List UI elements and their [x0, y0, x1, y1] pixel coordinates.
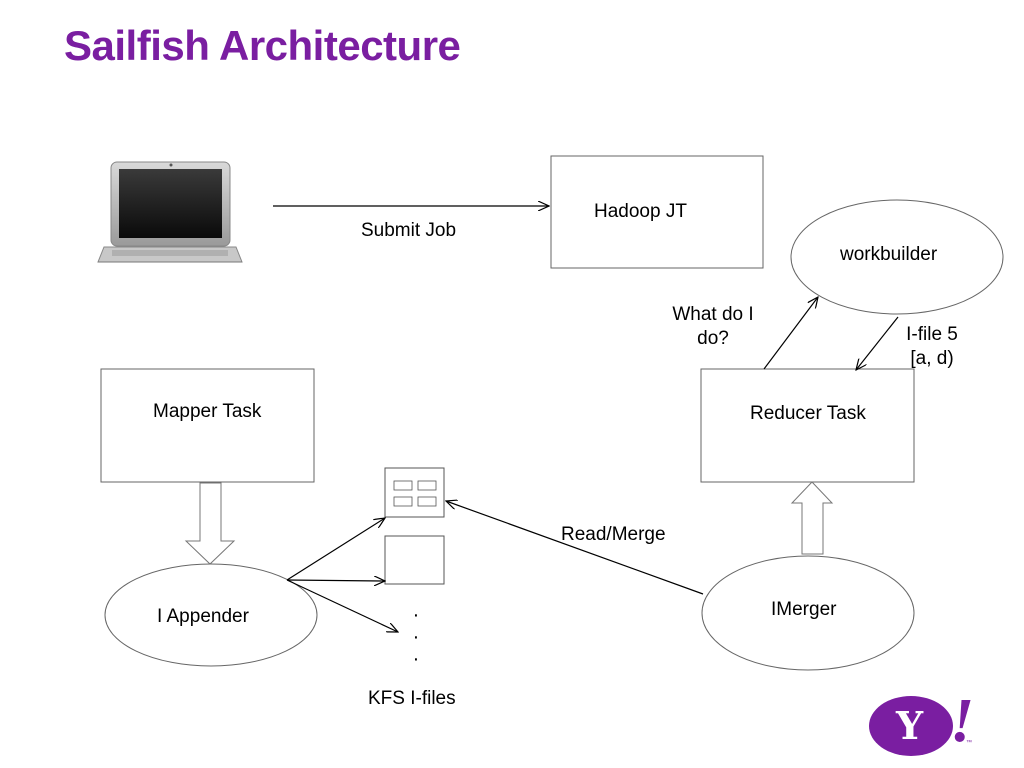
- mapper-task-label: Mapper Task: [153, 401, 262, 422]
- appender-to-ifile-arrow-2: [286, 580, 385, 581]
- yahoo-logo-bang: !: [950, 687, 975, 755]
- ifile-grid-icon: [384, 467, 445, 518]
- ifile-ellipsis: · · ·: [410, 604, 422, 670]
- ifile-label-line2: [a, d): [910, 348, 954, 369]
- reducer-task-label: Reducer Task: [750, 403, 866, 424]
- imerger-label: IMerger: [771, 599, 837, 620]
- mapper-to-appender-arrow: [184, 482, 236, 565]
- kfs-ifiles-label: KFS I-files: [368, 688, 456, 709]
- what-do-i-do-label-line2: do?: [697, 328, 729, 349]
- what-do-i-do-arrow: [763, 297, 818, 370]
- reducer-task-box: [700, 368, 915, 483]
- mapper-task-box: [100, 368, 315, 483]
- appender-to-ifile-arrow-3: [286, 579, 398, 632]
- yahoo-logo-tm: ™: [966, 740, 972, 746]
- ifile-box: [384, 535, 445, 585]
- appender-to-ifile-arrow-1: [286, 518, 385, 581]
- laptop-icon: [97, 161, 243, 263]
- i-appender-ellipse: [104, 563, 318, 667]
- what-do-i-do-label-line1: What do I: [672, 304, 754, 325]
- yahoo-logo-icon: [869, 696, 953, 756]
- ellipsis-dot: ·: [412, 626, 420, 648]
- hadoop-jt-label: Hadoop JT: [594, 201, 687, 222]
- ellipsis-dot: ·: [412, 604, 420, 626]
- imerger-ellipse: [701, 555, 915, 671]
- hadoop-jt-box: [550, 155, 764, 269]
- ifile-label-line1: I-file 5: [906, 324, 958, 345]
- submit-job-label: Submit Job: [361, 220, 457, 241]
- ifile-arrow: [856, 316, 899, 370]
- i-appender-label: I Appender: [157, 606, 249, 627]
- slide-title: Sailfish Architecture: [64, 22, 461, 69]
- yahoo-logo-letter: Y: [896, 703, 924, 748]
- imerger-to-reducer-arrow: [790, 481, 834, 555]
- read-merge-label: Read/Merge: [561, 524, 666, 545]
- read-merge-arrow: [446, 501, 704, 595]
- workbuilder-label: workbuilder: [840, 244, 938, 265]
- workbuilder-ellipse: [790, 199, 1004, 315]
- ellipsis-dot: ·: [412, 648, 420, 670]
